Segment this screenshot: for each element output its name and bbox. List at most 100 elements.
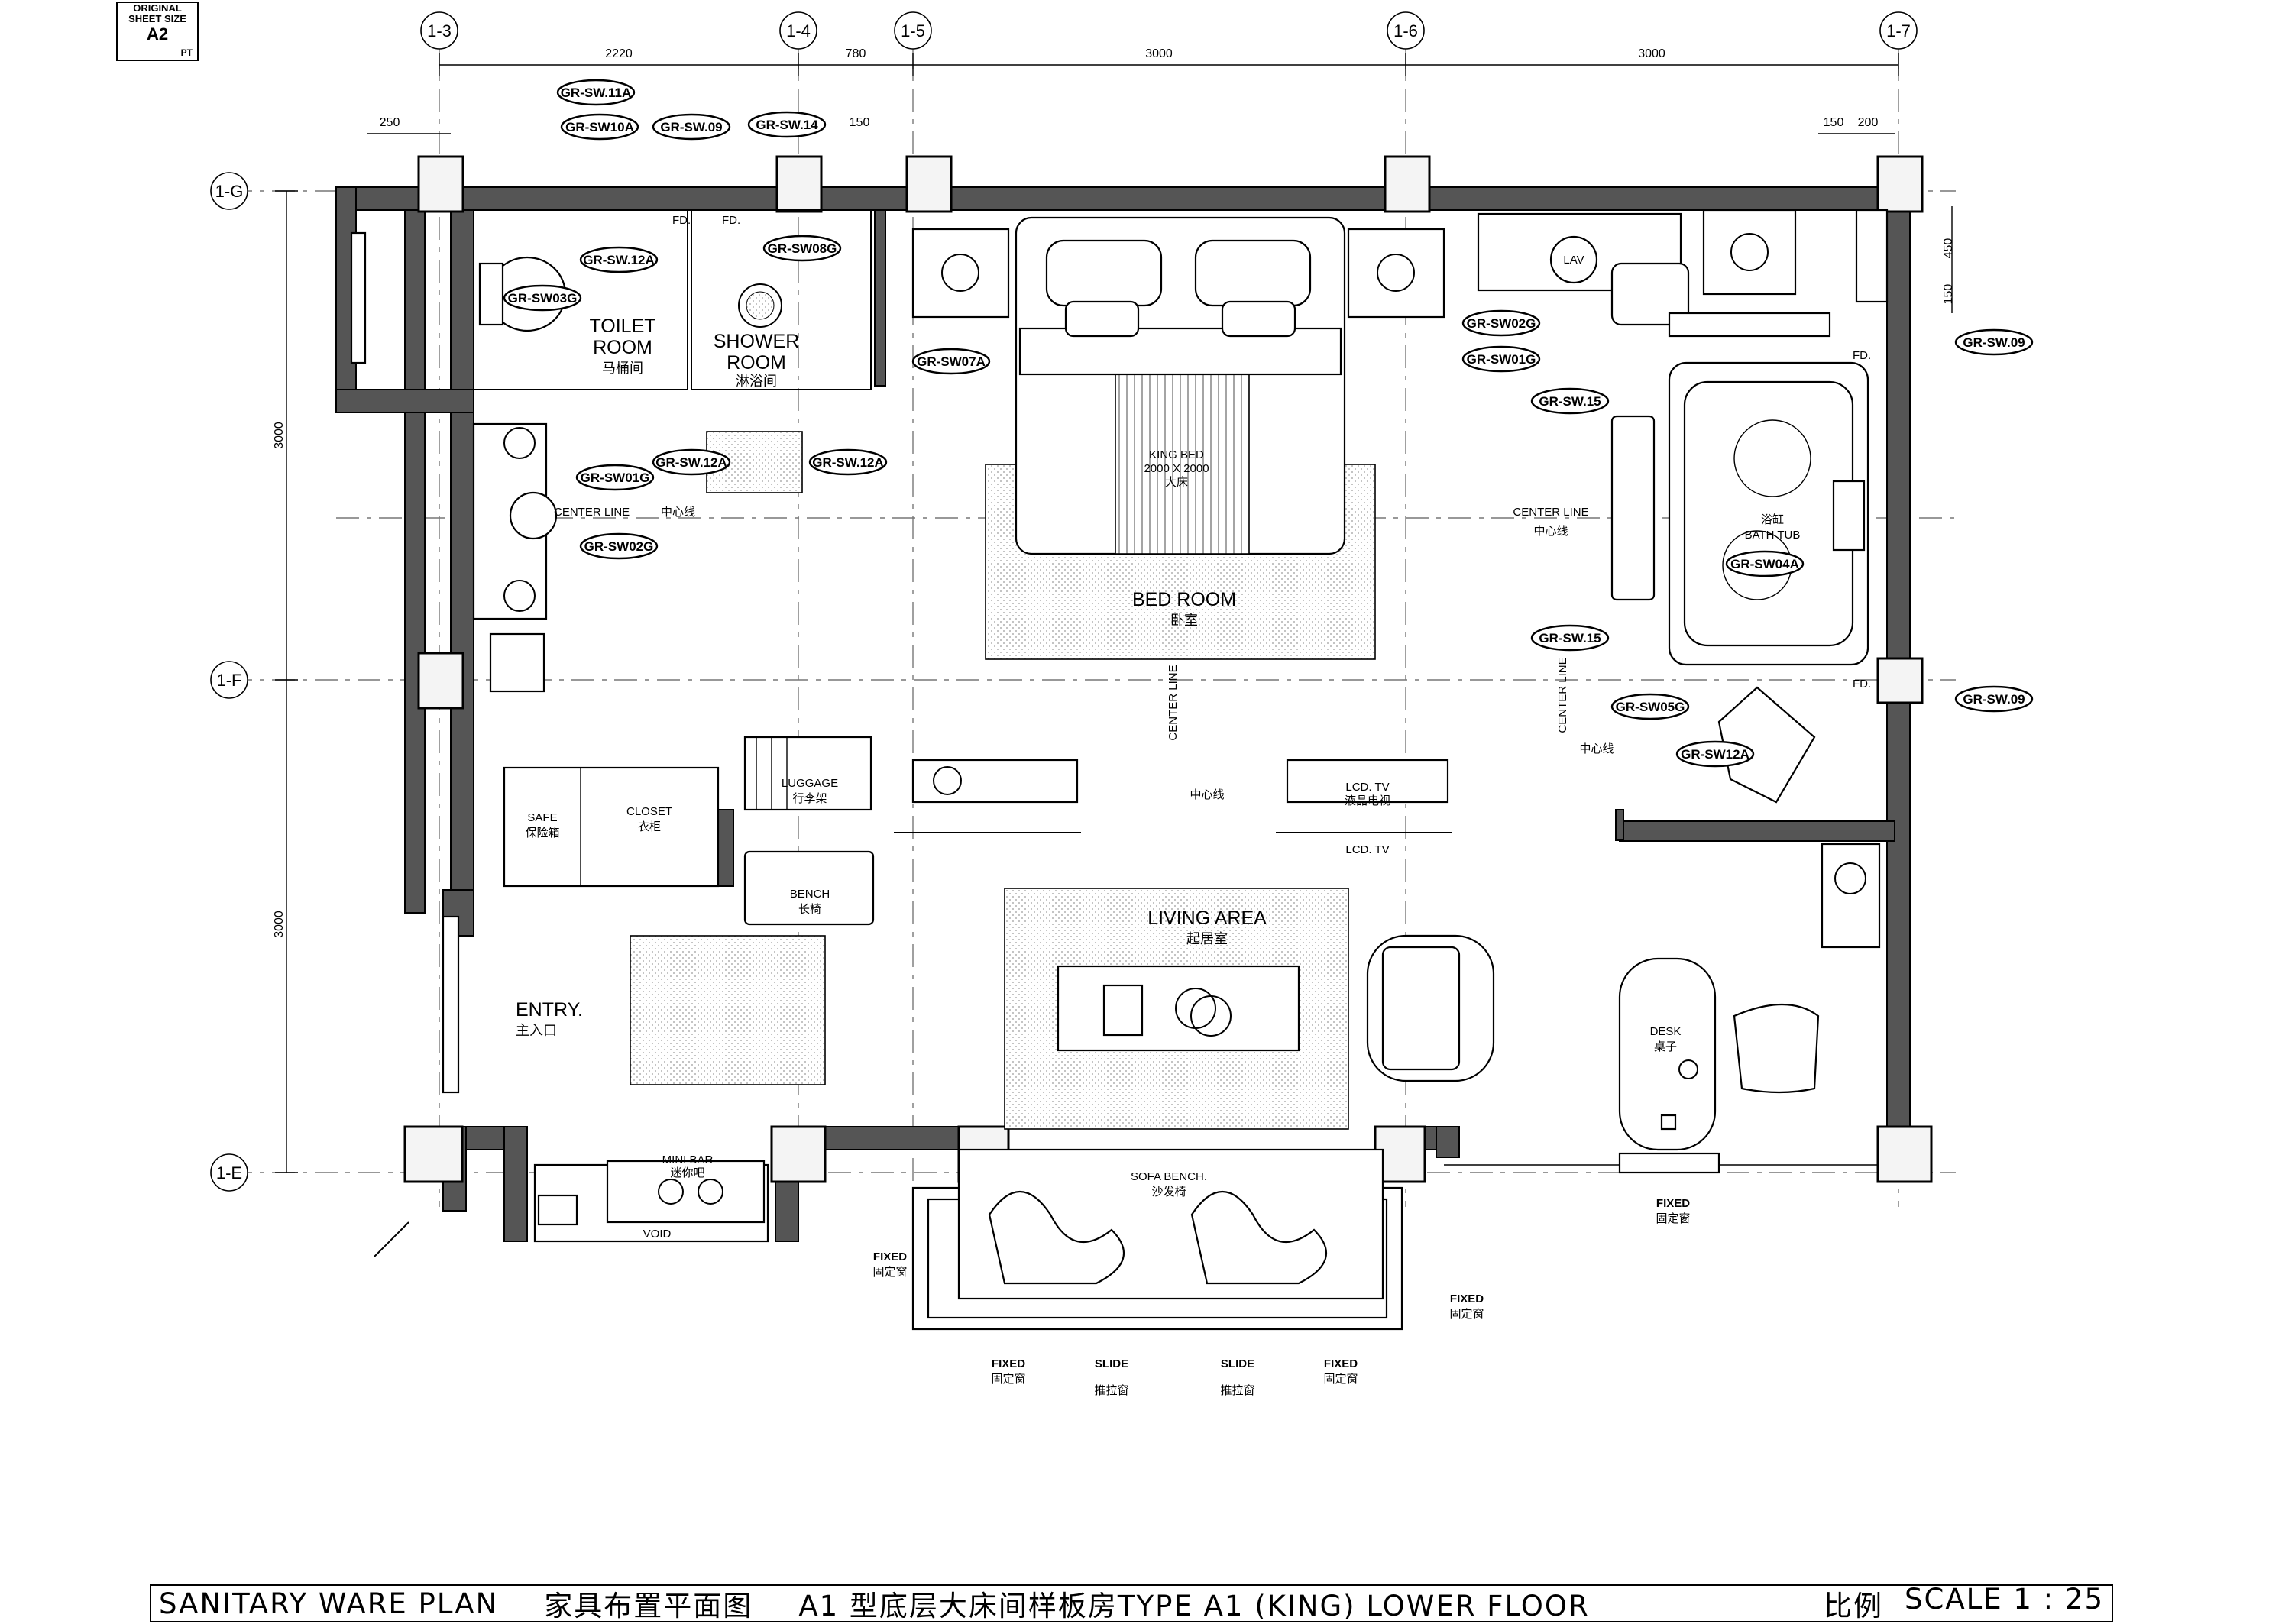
entry-label-cn: 主入口 [516,1023,557,1038]
sheet-size-value: A2 [146,24,169,44]
bench-label: BENCH [790,888,830,901]
lcd-tv-label: LCD. TV [1345,781,1389,794]
lcd-tv-label-2: LCD. TV [1345,843,1389,856]
tag-label: GR-SW.12A [812,455,884,470]
center-line-left-cn: 中心线 [661,506,695,519]
tag-label: GR-SW01G [581,471,650,485]
grid-bubble-1-6: 1-6 [1387,11,1425,50]
shower-room-label-cn: 淋浴间 [736,374,777,389]
tag-bubble [1610,693,1690,720]
title-en: SANITARY WARE PLAN [159,1587,499,1620]
tag-bubble [652,113,731,141]
dim-780: 780 [846,47,866,60]
center-line-left: CENTER LINE [554,506,630,519]
tag-bubble [747,111,827,138]
sofa-bench-label: SOFA BENCH. [1131,1170,1207,1183]
tag-label: GR-SW.12A [583,253,655,267]
tag-bubble [911,348,991,375]
grid-bubble-1-3: 1-3 [420,11,458,50]
tag-bubble [762,235,842,262]
svg-text:1-E: 1-E [216,1163,242,1182]
svg-text:1-6: 1-6 [1393,21,1418,40]
grid-bubble-1-F: 1-F [210,661,248,699]
tag-label: GR-SW.09 [1963,692,2025,707]
center-line-vert-1: CENTER LINE [1167,665,1180,740]
luggage-label-cn: 行李架 [792,792,827,805]
fixed-note-3-cn: 固定窗 [1656,1212,1690,1225]
dim-150-side: 150 [1942,284,1955,305]
living-area-label: LIVING AREA [1147,907,1267,929]
svg-text:1-3: 1-3 [427,21,452,40]
closet-label-cn: 衣柜 [638,820,661,833]
title-block: SANITARY WARE PLAN 家具布置平面图 A1 型底层大床间样板房T… [150,1583,2113,1622]
tag-label: GR-SW08G [768,241,837,256]
original-sheet-size-box: ORIGINAL SHEET SIZE A2 PT [116,2,199,61]
shower-room: SHOWER ROOM 淋浴间 FD. FD. [672,209,872,493]
tag-bubble [1954,328,2034,356]
tag-label: GR-SW02G [1467,316,1536,331]
bedroom: KING BED 2000 X 2000 大床 BED ROOM 卧室 LCD.… [894,216,1452,856]
tag-bubble [579,532,659,560]
entry-area: ENTRY. 主入口 [374,935,826,1257]
svg-text:1-F: 1-F [217,671,242,690]
grid-bubble-1-G: 1-G [210,172,248,210]
dim-3000-a: 3000 [1145,47,1173,60]
minibar-label: MINI BAR [662,1153,714,1166]
center-line-vert-2-cn: 中心线 [1579,742,1614,755]
center-line-right-cn: 中心线 [1533,525,1568,538]
slide-note-2-cn: 推拉窗 [1220,1383,1254,1397]
closet-label: CLOSET [626,805,672,818]
lav-label: LAV [1563,254,1584,267]
toilet-room-label-cn: 马桶间 [602,361,643,376]
mini-bar: MINI BAR 迷你吧 VOID [533,1153,769,1243]
tag-label: GR-SW02G [584,539,654,554]
tag-label: GR-SW.15 [1539,394,1601,409]
fixed-note-3: FIXED [1656,1197,1690,1210]
tag-bubble [1461,309,1541,337]
center-line-labels: CENTER LINE 中心线 CENTER LINE 中心线 CENTER L… [554,506,1614,755]
king-bed-label: KING BED [1149,448,1204,461]
toilet-room-label-1: TOILET [589,315,655,337]
scale-label-cn: 比例 [1824,1590,1883,1622]
bathtub-label: BATH TUB [1745,529,1801,542]
center-line-vert-2: CENTER LINE [1556,657,1569,733]
void-label: VOID [643,1228,672,1241]
dim-2220: 2220 [605,47,633,60]
tag-bubble [575,464,655,491]
dim-450: 450 [1942,238,1955,259]
sheet-size-label: ORIGINAL SHEET SIZE [128,2,186,24]
left-dimension-string: 3000 3000 [273,190,298,1173]
fixed-note-2: FIXED [1450,1292,1484,1305]
entry-label: ENTRY. [516,999,583,1021]
svg-text:1-G: 1-G [215,182,244,201]
sheet-size-suffix: PT [180,47,193,58]
lcd-tv-label-cn: 液晶电视 [1345,794,1390,807]
vanity-left [472,422,558,693]
tag-label: GR-SW04A [1730,557,1799,571]
luggage-label: LUGGAGE [782,777,838,790]
slide-note-1-cn: 推拉窗 [1094,1383,1128,1397]
tag-bubble [652,448,731,476]
tag-label: GR-SW07A [917,354,986,369]
fixed-note-2-cn: 固定窗 [1449,1307,1484,1321]
tag-bubble [1461,345,1541,373]
grid-bubble-1-4: 1-4 [779,11,817,50]
fd-label-4: FD. [1853,678,1871,691]
sofa-bench-label-cn: 沙发椅 [1151,1186,1186,1199]
tag-bubble [579,246,659,273]
grid-bubble-1-E: 1-E [210,1153,248,1192]
subtitle: A1 型底层大床间样板房TYPE A1 (KING) LOWER FLOOR [798,1590,1590,1622]
svg-text:1-4: 1-4 [786,21,811,40]
tag-bubble [1675,740,1755,768]
safe-label: SAFE [527,811,557,824]
desk-area: DESK 桌子 [1618,843,1881,1151]
tag-bubble [1954,685,2034,713]
king-bed-size: 2000 X 2000 [1144,462,1209,475]
tag-label: GR-SW03G [508,291,578,306]
svg-text:1-7: 1-7 [1886,21,1911,40]
tag-label: GR-SW.09 [660,120,722,134]
fd-label-2: FD. [722,214,740,227]
fixed-note-5: FIXED [1324,1357,1358,1370]
dim-150-top: 150 [850,116,870,129]
